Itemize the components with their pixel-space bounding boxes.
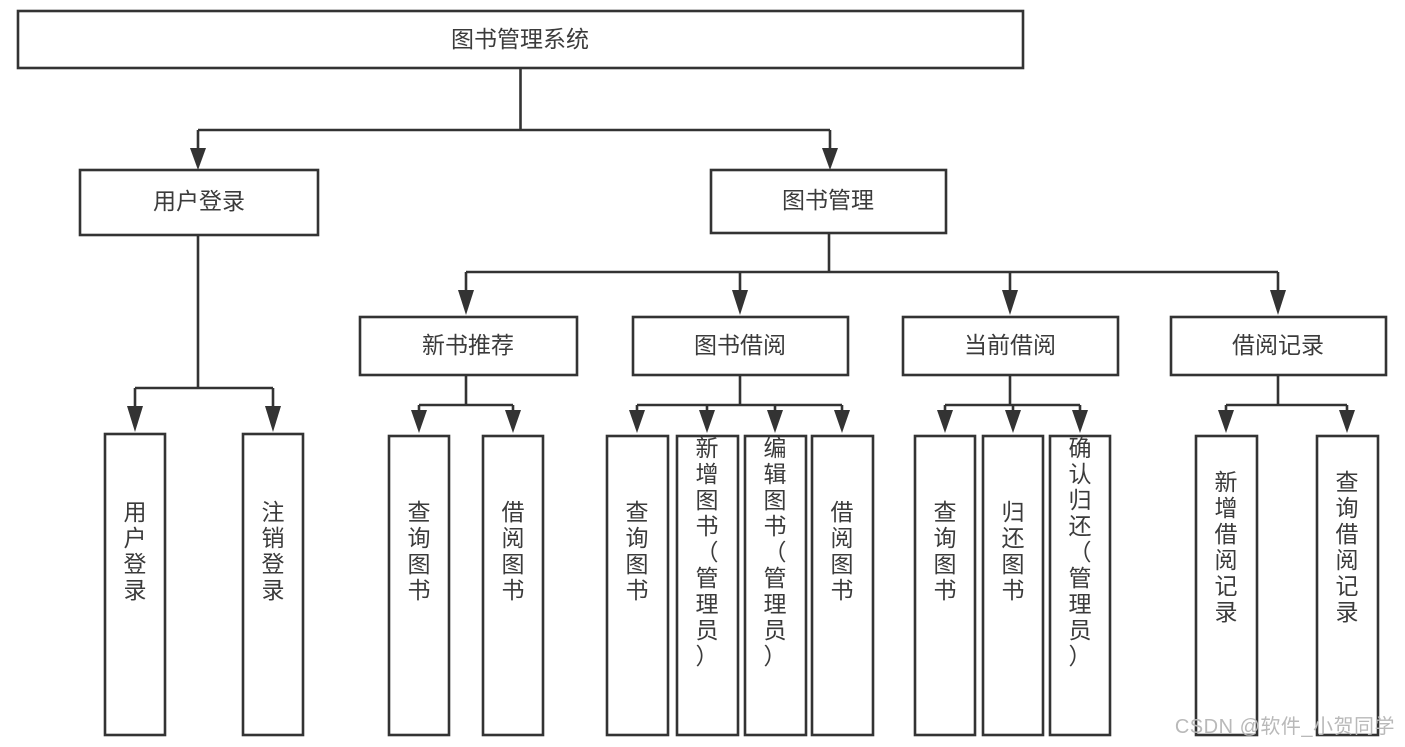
node-leaf-edit-book[interactable]: 编辑图书（管理员） bbox=[743, 434, 808, 737]
node-leaf-borrow-book-1[interactable]: 借阅图书 bbox=[481, 434, 545, 737]
arrow-head-leaf-user-login bbox=[127, 406, 143, 432]
node-leaf-return-book[interactable]: 归还图书 bbox=[981, 434, 1045, 737]
arrow-head-new-book-rec bbox=[458, 290, 474, 315]
node-borrow-record-box[interactable] bbox=[1169, 315, 1388, 377]
node-leaf-user-logout[interactable]: 注销登录 bbox=[241, 432, 305, 737]
node-book-manage[interactable]: 图书管理 bbox=[709, 168, 948, 235]
node-leaf-query-book-1-box[interactable] bbox=[387, 434, 451, 737]
arrow-head-leaf-edit-book bbox=[767, 410, 783, 433]
node-leaf-add-record[interactable]: 新增借阅记录 bbox=[1194, 434, 1259, 737]
node-book-manage-label: 图书管理 bbox=[782, 187, 874, 213]
node-leaf-add-record-box[interactable] bbox=[1194, 434, 1259, 737]
node-leaf-query-book-3[interactable]: 查询图书 bbox=[913, 434, 977, 737]
arrow-head-leaf-add-record bbox=[1218, 410, 1234, 433]
node-leaf-query-book-2-box[interactable] bbox=[605, 434, 670, 737]
arrow-head-leaf-add-book bbox=[699, 410, 715, 433]
arrow-head-leaf-borrow-book-1 bbox=[505, 410, 521, 433]
arrow-head-leaf-query-book-1 bbox=[411, 410, 427, 433]
node-leaf-edit-book-label: 编辑图书（管理员） bbox=[764, 435, 787, 669]
arrow-head-user-login bbox=[190, 148, 206, 170]
node-leaf-borrow-book-2[interactable]: 借阅图书 bbox=[810, 434, 875, 737]
node-root[interactable]: 图书管理系统 bbox=[16, 9, 1025, 70]
node-book-borrow-label: 图书借阅 bbox=[694, 332, 786, 358]
arrow-head-leaf-query-book-2 bbox=[629, 410, 645, 433]
arrow-head-leaf-user-logout bbox=[265, 406, 281, 432]
node-leaf-query-book-2-label: 查询图书 bbox=[626, 499, 649, 603]
arrow-head-current-borrow bbox=[1002, 290, 1018, 315]
node-leaf-user-login-box[interactable] bbox=[103, 432, 167, 737]
node-leaf-query-record-box[interactable] bbox=[1315, 434, 1380, 737]
node-root-box[interactable] bbox=[16, 9, 1025, 70]
node-user-login-box[interactable] bbox=[78, 168, 320, 237]
arrow-head-borrow-record bbox=[1270, 290, 1286, 315]
node-leaf-query-book-2[interactable]: 查询图书 bbox=[605, 434, 670, 737]
node-leaf-user-logout-label: 注销登录 bbox=[262, 499, 285, 603]
node-new-book-rec[interactable]: 新书推荐 bbox=[358, 315, 579, 377]
node-new-book-rec-box[interactable] bbox=[358, 315, 579, 377]
node-leaf-confirm-return[interactable]: 确认归还（管理员） bbox=[1048, 434, 1112, 737]
arrow-head-leaf-query-record bbox=[1339, 410, 1355, 433]
node-book-manage-box[interactable] bbox=[709, 168, 948, 235]
node-leaf-user-login[interactable]: 用户登录 bbox=[103, 432, 167, 737]
node-current-borrow-box[interactable] bbox=[901, 315, 1120, 377]
node-leaf-borrow-book-1-label: 借阅图书 bbox=[502, 499, 525, 603]
node-root-label: 图书管理系统 bbox=[451, 26, 589, 52]
node-leaf-query-record-label: 查询借阅记录 bbox=[1336, 469, 1359, 625]
arrow-head-book-borrow bbox=[732, 290, 748, 315]
node-leaf-borrow-book-1-box[interactable] bbox=[481, 434, 545, 737]
node-leaf-borrow-book-2-label: 借阅图书 bbox=[831, 499, 854, 603]
arrow-head-book-manage bbox=[822, 148, 838, 170]
node-leaf-edit-book-box[interactable] bbox=[743, 434, 808, 737]
node-leaf-add-book[interactable]: 新增图书（管理员） bbox=[675, 434, 740, 737]
node-leaf-confirm-return-box[interactable] bbox=[1048, 434, 1112, 737]
node-new-book-rec-label: 新书推荐 bbox=[422, 332, 514, 358]
node-leaf-borrow-book-2-box[interactable] bbox=[810, 434, 875, 737]
node-user-login[interactable]: 用户登录 bbox=[78, 168, 320, 237]
node-current-borrow-label: 当前借阅 bbox=[964, 332, 1056, 358]
node-leaf-add-record-label: 新增借阅记录 bbox=[1215, 469, 1238, 625]
node-leaf-confirm-return-label: 确认归还（管理员） bbox=[1069, 435, 1092, 669]
node-leaf-add-book-label: 新增图书（管理员） bbox=[696, 435, 719, 669]
node-book-borrow-box[interactable] bbox=[631, 315, 850, 377]
node-user-login-label: 用户登录 bbox=[153, 188, 245, 214]
node-leaf-query-record[interactable]: 查询借阅记录 bbox=[1315, 434, 1380, 737]
node-leaf-query-book-1[interactable]: 查询图书 bbox=[387, 434, 451, 737]
node-leaf-query-book-3-box[interactable] bbox=[913, 434, 977, 737]
node-book-borrow[interactable]: 图书借阅 bbox=[631, 315, 850, 377]
connector-group bbox=[127, 68, 1355, 433]
node-borrow-record-label: 借阅记录 bbox=[1232, 332, 1324, 358]
node-leaf-query-book-1-label: 查询图书 bbox=[408, 499, 431, 603]
arrow-head-leaf-query-book-3 bbox=[937, 410, 953, 433]
node-leaf-user-login-label: 用户登录 bbox=[124, 499, 147, 603]
node-leaf-return-book-box[interactable] bbox=[981, 434, 1045, 737]
node-current-borrow[interactable]: 当前借阅 bbox=[901, 315, 1120, 377]
arrow-head-leaf-confirm-return bbox=[1072, 410, 1088, 433]
node-leaf-add-book-box[interactable] bbox=[675, 434, 740, 737]
node-leaf-user-logout-box[interactable] bbox=[241, 432, 305, 737]
arrow-head-leaf-return-book bbox=[1005, 410, 1021, 433]
node-leaf-query-book-3-label: 查询图书 bbox=[934, 499, 957, 603]
arrow-head-leaf-borrow-book-2 bbox=[834, 410, 850, 433]
node-borrow-record[interactable]: 借阅记录 bbox=[1169, 315, 1388, 377]
node-leaf-return-book-label: 归还图书 bbox=[1002, 499, 1025, 603]
